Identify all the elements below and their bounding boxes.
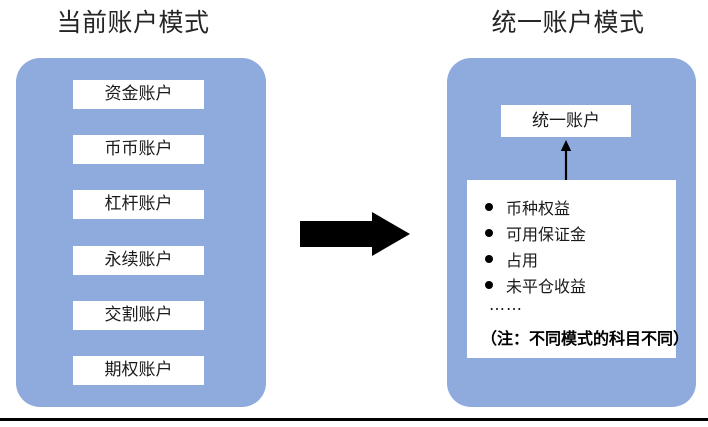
up-arrow-icon [560,140,572,182]
right-arrow-icon [300,212,410,256]
bottom-divider [0,418,708,421]
account-chip-options[interactable]: 期权账户 [73,355,204,385]
detail-item-label: 未平仓收益 [506,277,587,296]
bullet-dot-icon [485,255,493,263]
current-account-mode-panel [16,58,266,407]
account-chip-perpetual[interactable]: 永续账户 [73,245,204,275]
unified-account-detail-box: 币种权益 可用保证金 占用 未平仓收益 …… （注：不同模式的科目不同） [467,180,690,358]
account-chip-funding[interactable]: 资金账户 [73,80,204,109]
detail-item-unrealized-pnl: 未平仓收益 [467,272,676,298]
bullet-dot-icon [485,229,493,237]
detail-item-occupied: 占用 [467,246,676,272]
unified-account-box[interactable]: 统一账户 [501,105,631,137]
detail-item-currency-equity: 币种权益 [467,194,676,220]
right-panel-title: 统一账户模式 [491,8,645,37]
detail-note: （注：不同模式的科目不同） [481,329,690,348]
bullet-dot-icon [485,203,493,211]
bullet-dot-icon [485,281,493,289]
account-chip-margin[interactable]: 杠杆账户 [73,190,204,220]
detail-item-available-margin: 可用保证金 [467,220,676,246]
account-chip-list: 资金账户 币币账户 杠杆账户 永续账户 交割账户 期权账户 [73,80,204,385]
detail-item-label: 币种权益 [506,199,571,218]
account-chip-futures[interactable]: 交割账户 [73,300,204,330]
detail-item-label: 可用保证金 [506,225,587,244]
account-chip-spot[interactable]: 币币账户 [73,135,204,165]
left-panel-title: 当前账户模式 [56,8,210,37]
detail-ellipsis: …… [489,295,523,314]
detail-item-label: 占用 [506,251,539,270]
